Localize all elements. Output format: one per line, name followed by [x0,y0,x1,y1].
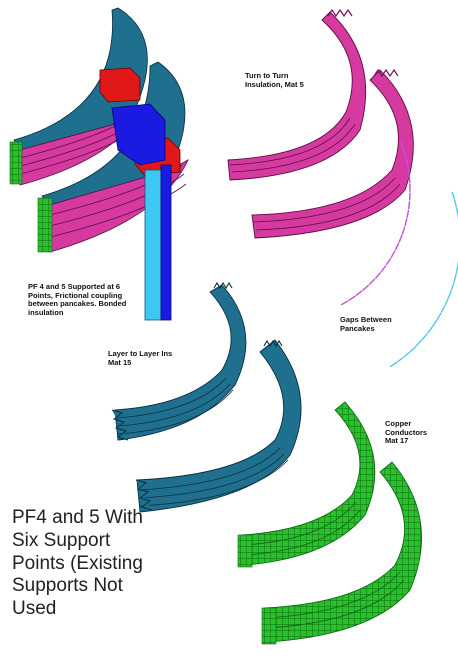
gap-marker [374,271,382,279]
cyan-gap-markers [389,191,458,368]
gap-marker [447,289,453,298]
gap-marker [362,284,370,291]
pf-support-label: PF 4 and 5 Supported at 6 Points, Fricti… [28,282,127,317]
gap-marker [389,361,398,368]
green-coil-1-end [237,534,253,568]
blue-coil-2 [136,339,302,513]
gap-marker [340,300,349,306]
upper-clamp [99,67,141,103]
gap-marker [355,290,363,297]
support-post-side [160,164,172,321]
gap-marker [406,209,410,218]
blue-coil-1 [114,284,247,441]
layer-insulation-group [111,281,302,513]
gap-marker [451,191,456,200]
violet-gap-markers [340,141,411,306]
gap-marker [380,265,387,273]
gap-marker [404,218,408,227]
gap-marker [348,295,356,301]
pink-coil-2-teeth [373,68,399,78]
main-caption: PF4 and 5 With Six Support Points (Exist… [12,507,143,620]
gap-marker [415,339,423,347]
blue-coil-2-end [135,479,153,511]
gap-marker [405,157,409,167]
copper-conductors-label: Copper Conductors Mat 17 [385,419,428,446]
gap-marker [401,226,406,235]
green-coil-1 [241,401,376,566]
gap-marker [403,351,411,358]
gap-marker [407,166,410,175]
gap-marker [453,199,458,208]
gap-marker [394,242,400,251]
green-coil-2-end [261,607,277,645]
lower-coil-end-green [37,197,53,253]
gap-marker [409,345,417,353]
gap-marker [400,141,405,150]
gap-marker [440,305,446,314]
gap-marker [408,201,411,210]
layer-insulation-label: Layer to Layer Ins Mat 15 [108,349,173,367]
support-bracket [111,103,166,166]
gap-marker [390,250,396,259]
turn-insulation-group [227,8,414,239]
blue-coil-1-end [111,409,129,441]
blue-coil-1-teeth [213,281,233,290]
gap-marker [408,175,411,184]
support-post-front [144,169,162,321]
gap-marker [453,274,457,283]
upper-coil-end-green [9,141,23,185]
gap-marker [385,257,392,266]
gap-marker [444,297,450,306]
gap-marker [403,149,407,158]
gap-marker [368,278,376,286]
assembled-coil-assembly [9,7,189,321]
gap-marker [426,326,433,334]
pink-coil-1-teeth [327,8,353,18]
gap-marker [436,312,442,321]
gap-marker [431,319,438,328]
gap-markers [340,141,458,368]
copper-conductor-group [237,401,422,645]
turn-insulation-label: Turn to Turn Insulation, Mat 5 [245,71,304,89]
gap-marker [450,282,455,291]
blue-coil-2-teeth [263,339,283,348]
gaps-label: Gaps Between Pancakes [340,315,392,333]
gap-marker [398,234,403,243]
gap-marker [396,356,404,363]
gap-marker [421,333,428,341]
